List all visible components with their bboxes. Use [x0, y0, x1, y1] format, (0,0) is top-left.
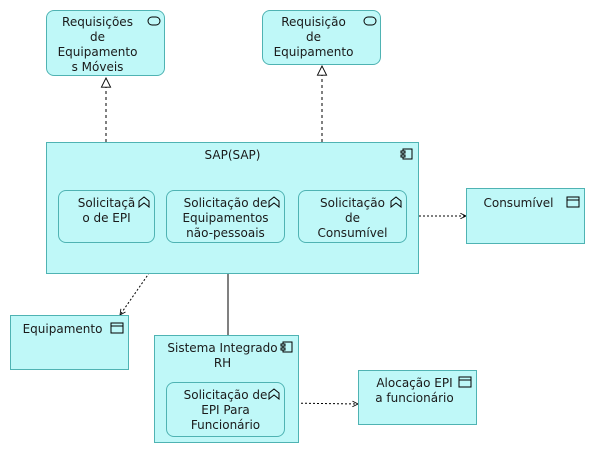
node-req-equip[interactable]: Requisição de Equipamento — [262, 10, 381, 65]
service-icon — [363, 15, 377, 27]
node-consumivel-label: Consumível — [483, 196, 554, 210]
node-req-equip-label: Requisição de Equipamento — [273, 15, 354, 59]
node-sol-epi-func[interactable]: Solicitação de EPI Para Funcionário — [166, 382, 285, 437]
node-consumivel[interactable]: Consumível — [466, 188, 585, 244]
node-alocacao[interactable]: Alocação EPI a funcionário — [358, 370, 477, 425]
node-equipamento[interactable]: Equipamento — [10, 315, 129, 370]
data-object-icon — [566, 196, 580, 208]
function-icon — [389, 196, 403, 208]
node-rh-label: Sistema Integrado RH — [167, 341, 278, 370]
node-sol-consumivel-label: Solicitação de Consumível — [317, 196, 388, 240]
node-sol-equip-np-label: Solicitação de Equipamentos não-pessoais — [182, 196, 269, 240]
edge-sol-equip-np-to-equipamento — [120, 242, 171, 315]
component-icon — [400, 148, 414, 160]
node-sol-epi-label: Solicitaçã o de EPI — [77, 196, 136, 225]
node-sol-epi[interactable]: Solicitaçã o de EPI — [58, 190, 155, 243]
node-req-moveis[interactable]: Requisições de Equipamento s Móveis — [46, 10, 165, 76]
function-icon — [137, 196, 151, 208]
node-sap-label: SAP(SAP) — [204, 148, 261, 162]
node-sol-equip-np[interactable]: Solicitação de Equipamentos não-pessoais — [166, 190, 285, 243]
node-sol-epi-func-label: Solicitação de EPI Para Funcionário — [183, 388, 268, 432]
component-icon — [280, 341, 294, 353]
service-icon — [147, 15, 161, 27]
data-object-icon — [110, 322, 124, 334]
function-icon — [267, 388, 281, 400]
node-equipamento-label: Equipamento — [22, 322, 103, 336]
node-req-moveis-label: Requisições de Equipamento s Móveis — [57, 15, 138, 74]
function-icon — [267, 196, 281, 208]
data-object-icon — [458, 376, 472, 388]
node-alocacao-label: Alocação EPI a funcionário — [375, 376, 454, 405]
node-sol-consumivel[interactable]: Solicitação de Consumível — [298, 190, 407, 243]
